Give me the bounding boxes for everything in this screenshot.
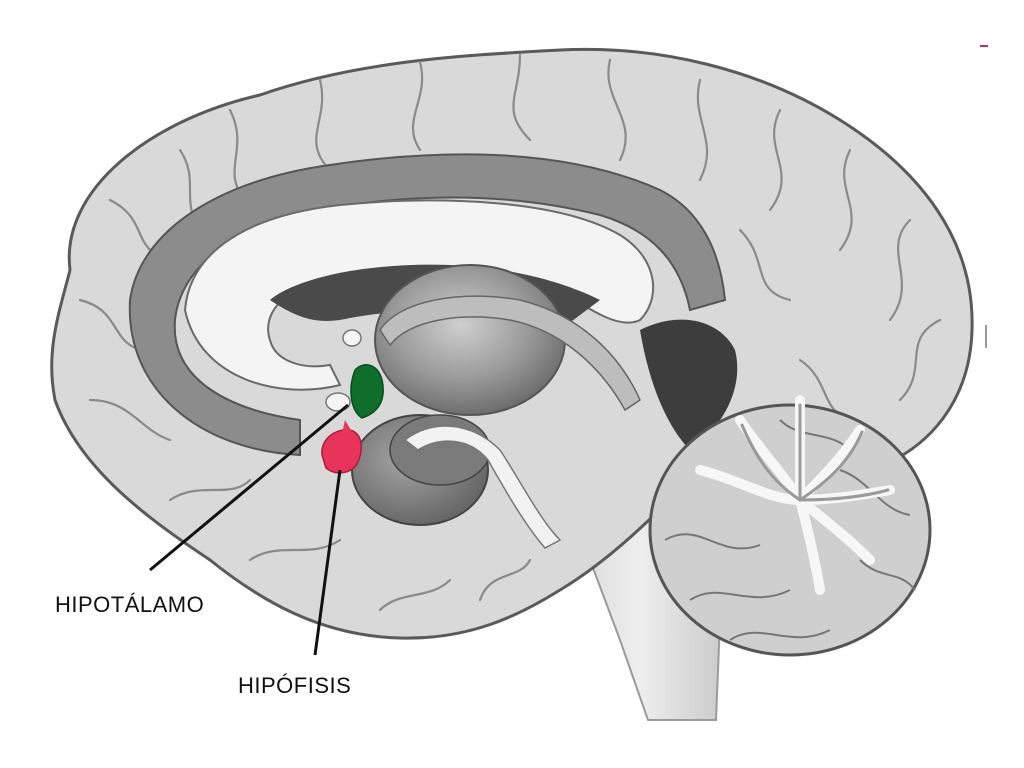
- cerebral-aqueduct: [403, 425, 562, 549]
- anterior-commissure: [342, 329, 362, 347]
- pituitary-leader-line: [313, 469, 342, 656]
- cerebellum: [648, 395, 932, 657]
- pituitary-stalk: [342, 420, 352, 434]
- posterior-region: [640, 319, 738, 450]
- cingulate-gyrus: [128, 153, 727, 457]
- hypothalamus-region: [350, 364, 384, 419]
- fornix: [379, 295, 641, 412]
- hypothalamus-leader-line: [149, 403, 349, 572]
- pituitary-label: HIPÓFISIS: [238, 673, 352, 698]
- optic-chiasm: [325, 392, 351, 412]
- hypothalamus-label: HIPOTÁLAMO: [55, 592, 205, 617]
- thalamus: [374, 264, 566, 416]
